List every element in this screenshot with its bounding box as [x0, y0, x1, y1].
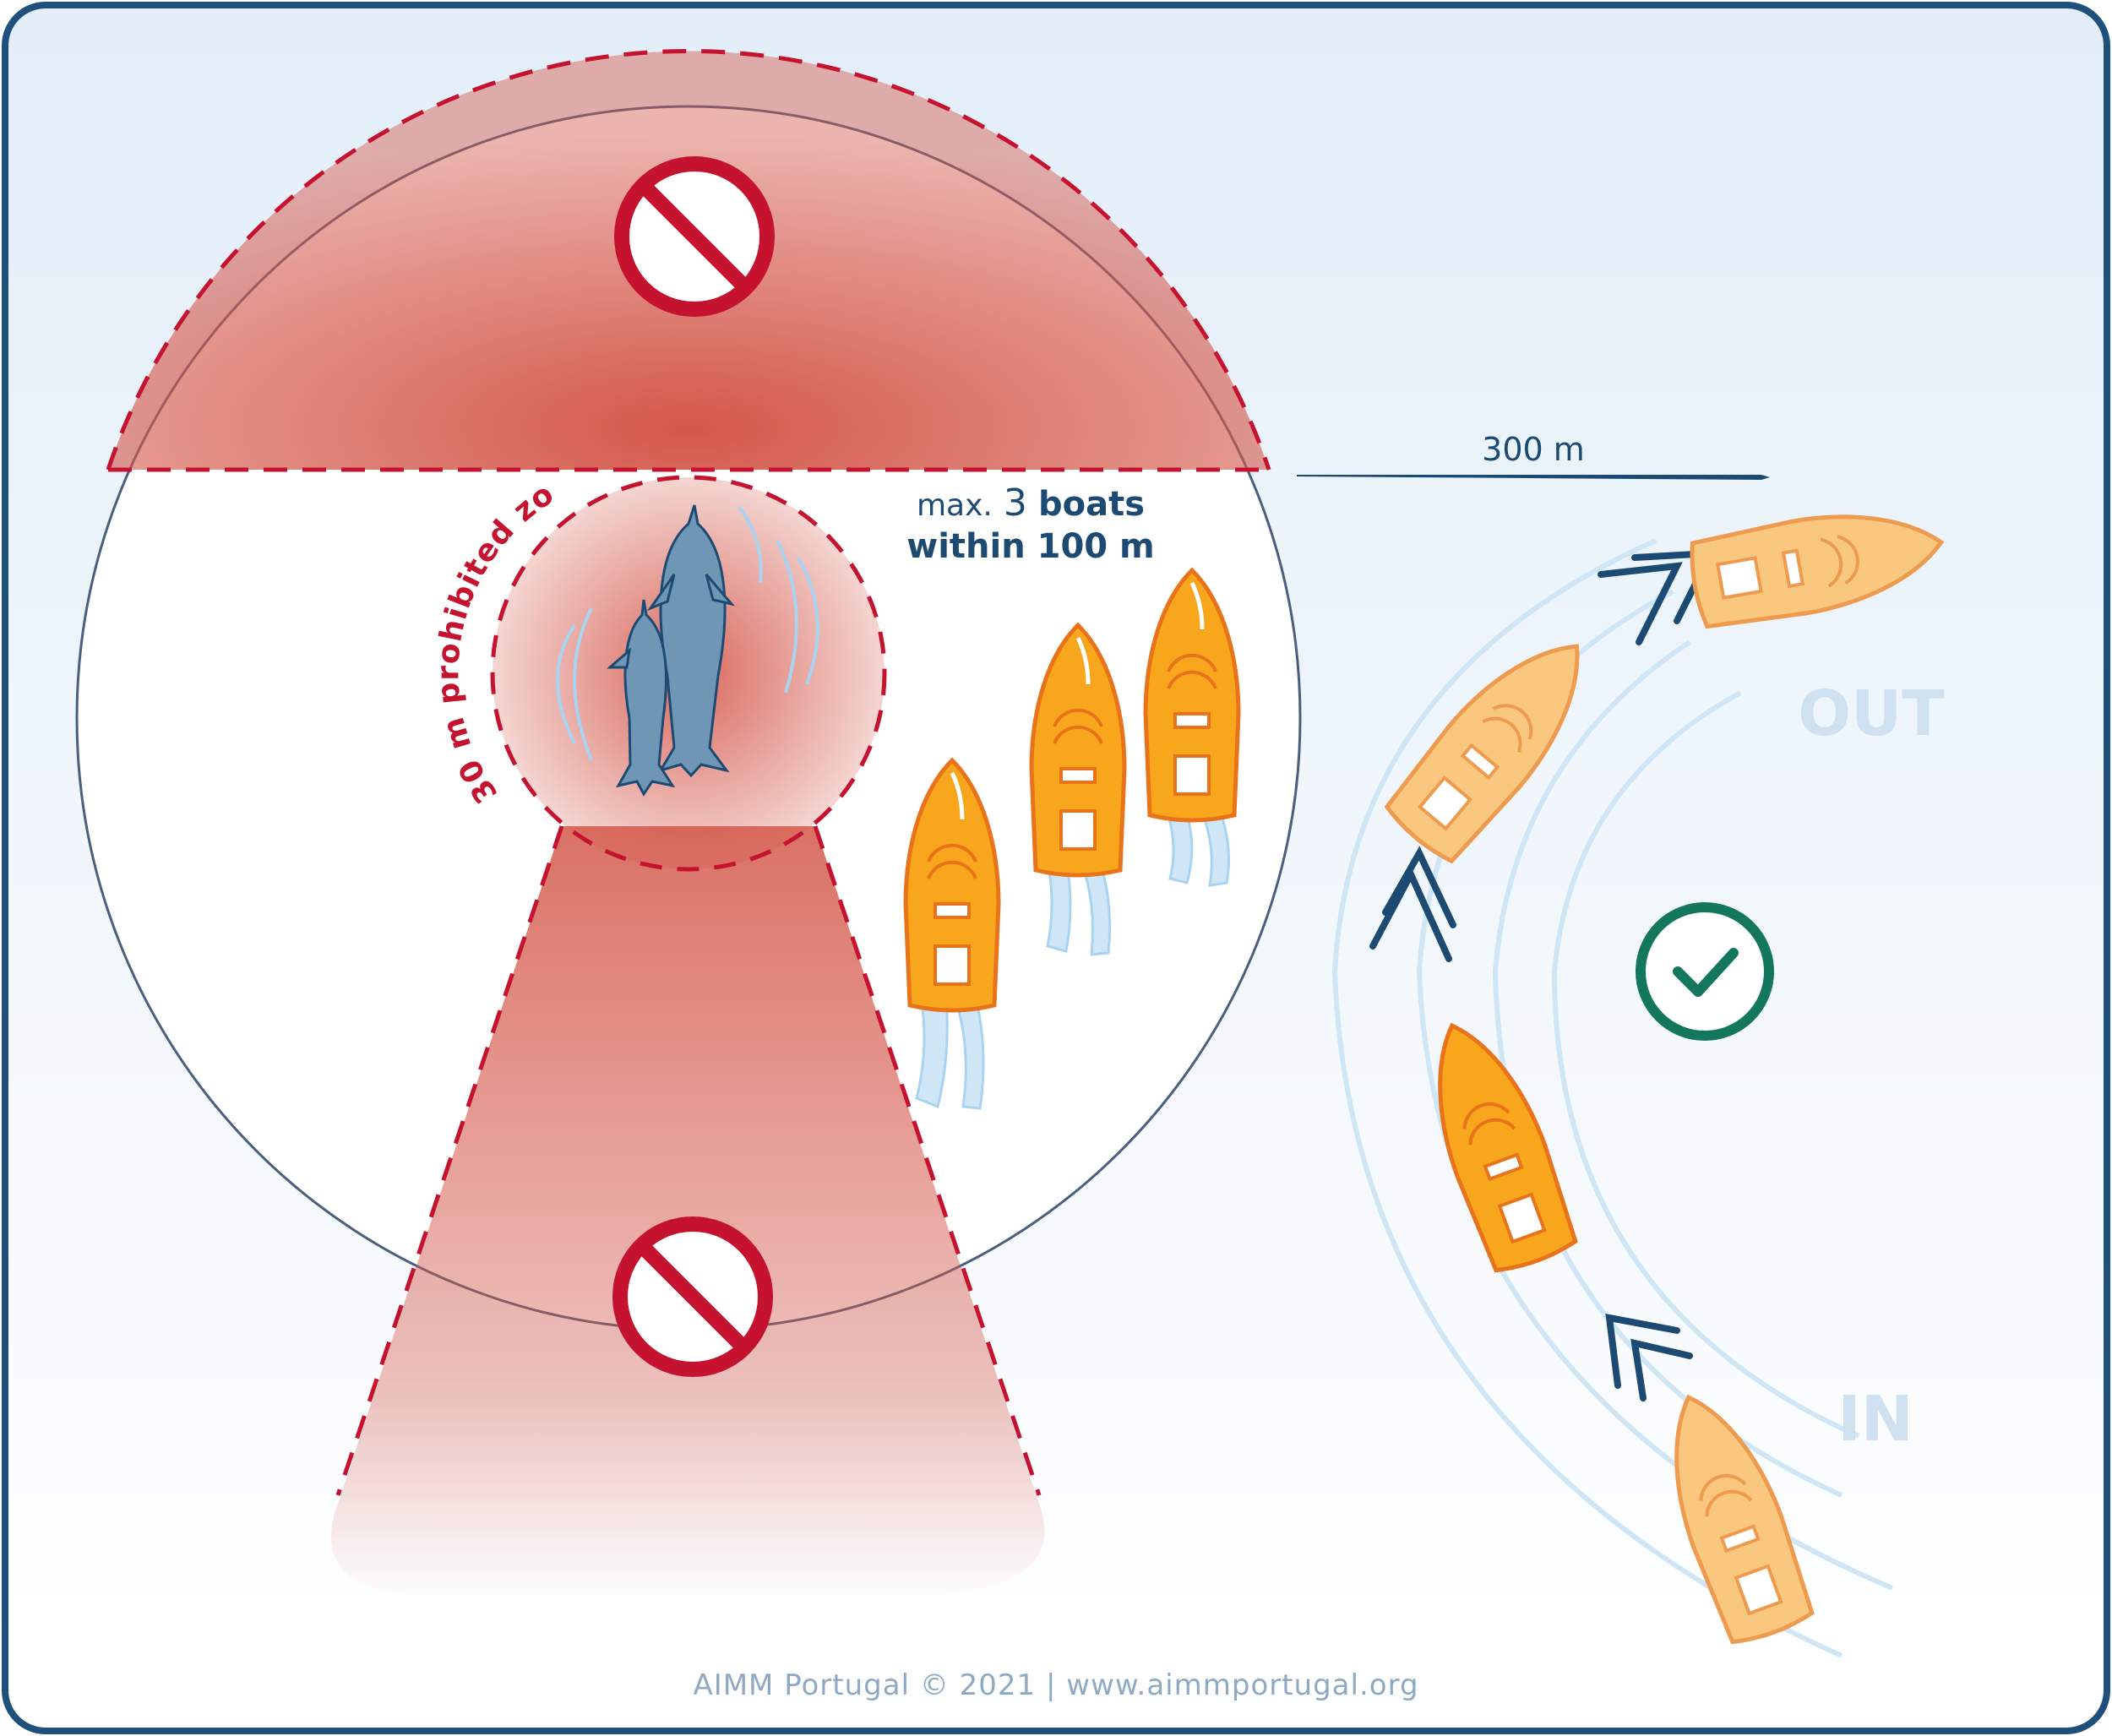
- distance-300m-label: 300 m: [1482, 431, 1585, 468]
- distance-300m-line: [1297, 475, 1770, 480]
- check-circle-icon: [1636, 902, 1774, 1041]
- no-entry-icon: [612, 1216, 773, 1377]
- boat: [1408, 1009, 1581, 1276]
- boat-faded: [1380, 617, 1613, 868]
- double-chevron-icon: [1369, 846, 1456, 962]
- out-label: OUT: [1798, 678, 1945, 750]
- dolphin-mother-calf-icon: [606, 504, 736, 797]
- max-boats-number: 3: [1004, 482, 1027, 525]
- in-label: IN: [1837, 1383, 1913, 1456]
- boat-group-approach: [1380, 497, 1949, 1648]
- double-chevron-icon: [1605, 1314, 1693, 1401]
- boat-wakes: [915, 805, 1230, 1110]
- footer-credit: AIMM Portugal © 2021 | www.aimmportugal.…: [693, 1668, 1419, 1702]
- max-boats-label: max. 3 boats: [917, 482, 1145, 525]
- max-boats-line2: within 100 m: [906, 527, 1154, 566]
- boat-faded: [1687, 497, 1950, 632]
- boat-group-circle: [906, 570, 1238, 1010]
- boat: [1032, 625, 1124, 875]
- boat: [1146, 570, 1238, 820]
- max-boats-prefix: max.: [917, 488, 993, 523]
- dolphin-ripples: [556, 505, 819, 761]
- boat-faded: [1645, 1381, 1818, 1648]
- prohibited-zone-behind: [331, 825, 1045, 1597]
- no-entry-icon: [614, 156, 775, 317]
- max-boats-suffix: boats: [1038, 485, 1145, 524]
- boat: [906, 760, 999, 1010]
